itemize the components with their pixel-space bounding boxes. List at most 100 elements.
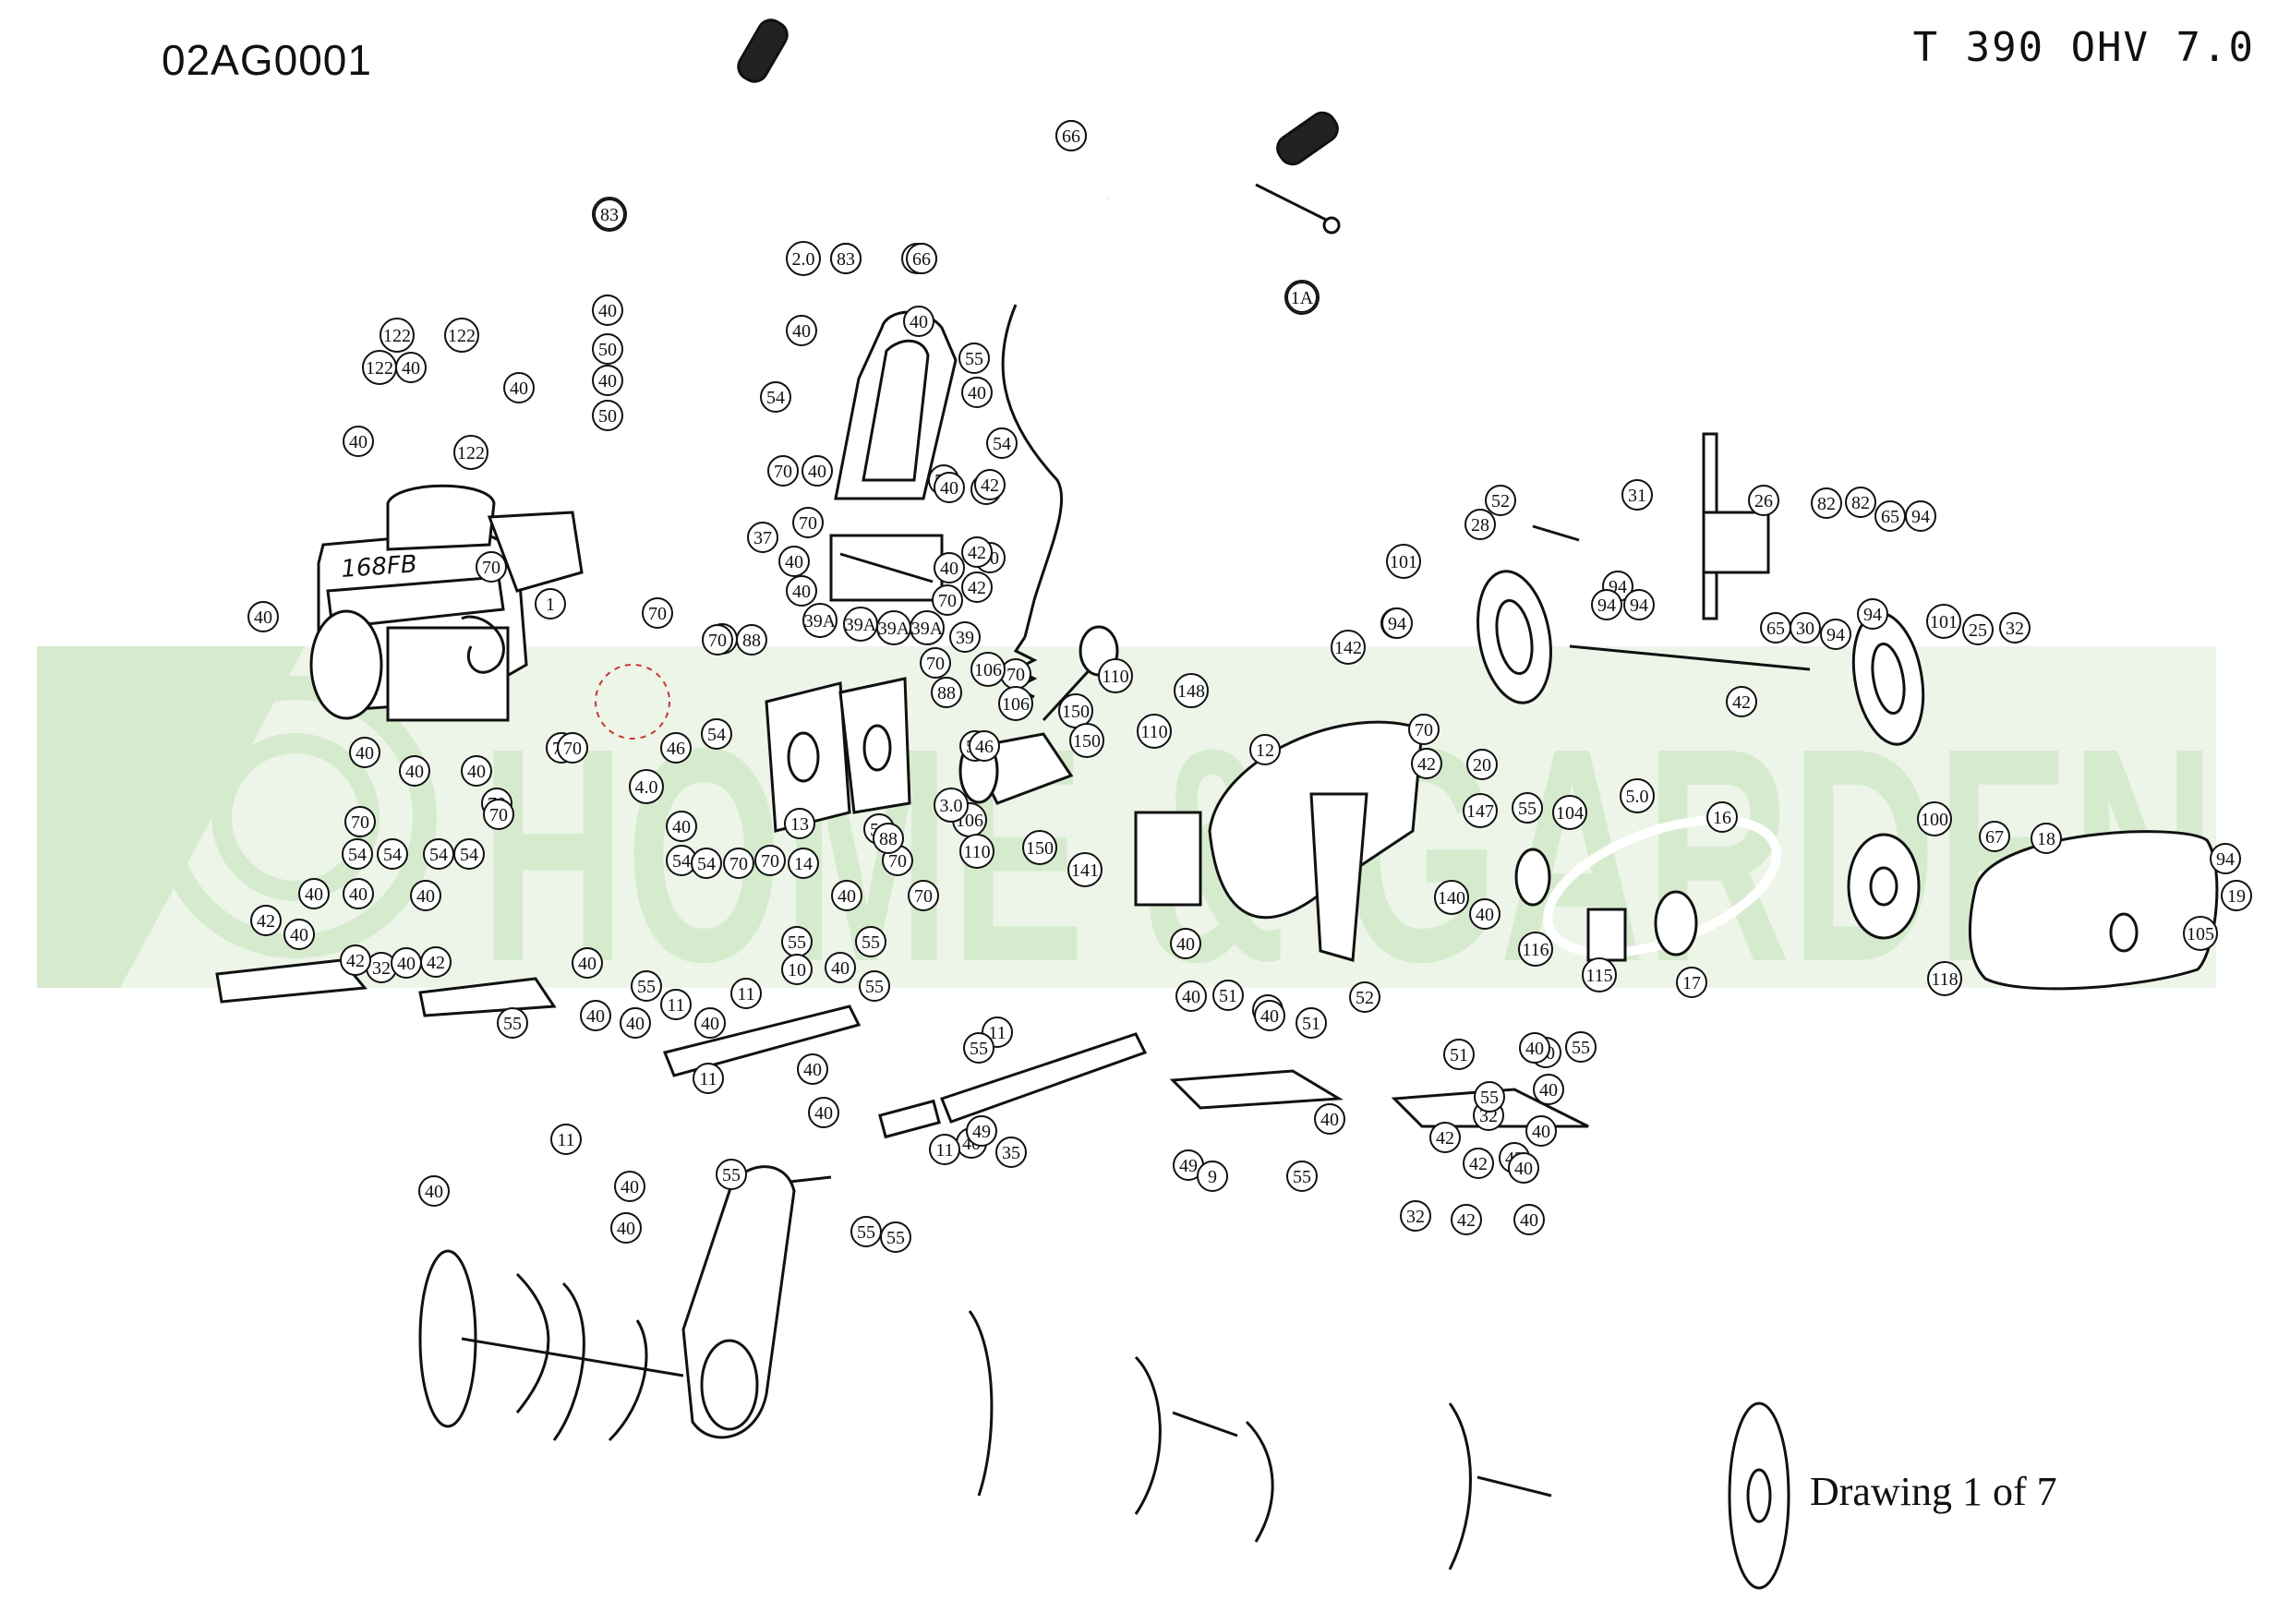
- callout-label: 55: [857, 1222, 875, 1243]
- part-callout: 105: [2183, 916, 2218, 951]
- callout-label: 17: [1682, 973, 1701, 993]
- part-callout: 88: [736, 624, 767, 656]
- part-callout: 40: [934, 472, 965, 503]
- callout-circle: [1170, 928, 1201, 959]
- part-callout: 55: [781, 926, 813, 957]
- callout-circle: [855, 926, 886, 957]
- callout-label: 88: [879, 829, 898, 849]
- callout-circle: [949, 621, 981, 653]
- part-callout: 11: [730, 978, 762, 1009]
- callout-circle: [1314, 1103, 1345, 1135]
- part-callout: 40: [1469, 898, 1501, 930]
- part-callout: 104: [1552, 795, 1587, 830]
- callout-label: 50: [598, 406, 617, 427]
- callout-label: 51: [1450, 1045, 1468, 1065]
- callout-label: 14: [794, 854, 813, 874]
- callout-circle: [444, 318, 479, 353]
- part-callout: 20: [1466, 749, 1498, 780]
- callout-circle: [825, 952, 856, 983]
- callout-circle: [343, 426, 374, 457]
- part-callout: 40: [778, 546, 810, 577]
- document-code: 02AG0001: [162, 36, 372, 84]
- part-callout: 40: [614, 1171, 645, 1202]
- part-callout: 55: [716, 1159, 747, 1190]
- callout-circle: [903, 306, 934, 337]
- callout-circle: [701, 718, 732, 750]
- part-callout: 40: [343, 878, 374, 909]
- callout-label: 11: [737, 984, 754, 1004]
- callout-label: 55: [862, 932, 880, 953]
- part-callout: 55: [855, 926, 886, 957]
- callout-circle: [344, 806, 376, 837]
- callout-label: 40: [626, 1014, 645, 1034]
- part-callout: 40: [1170, 928, 1201, 959]
- callout-label: 20: [1473, 755, 1491, 776]
- callout-circle: [1469, 898, 1501, 930]
- callout-label: 88: [937, 683, 956, 704]
- callout-label: 32: [2006, 619, 2024, 639]
- callout-circle: [781, 954, 813, 985]
- part-callout: 37: [747, 522, 778, 553]
- callout-label: 83: [837, 249, 855, 270]
- callout-label: 150: [1026, 838, 1054, 859]
- part-callout: 147: [1463, 793, 1498, 828]
- callout-circle: [453, 435, 488, 470]
- callout-circle: [1400, 1200, 1431, 1232]
- part-callout: 40: [1508, 1152, 1539, 1184]
- callout-circle: [1474, 1081, 1505, 1113]
- callout-label: 1A: [1291, 288, 1314, 308]
- part-callout: 70: [932, 584, 963, 616]
- part-callout: 40: [808, 1097, 839, 1128]
- callout-circle: [1381, 607, 1413, 639]
- callout-circle: [340, 944, 371, 976]
- callout-label: 40: [349, 432, 368, 452]
- mount-plates: [765, 677, 911, 833]
- part-callout: 51: [1443, 1039, 1475, 1070]
- callout-circle: [908, 880, 939, 911]
- callout-circle: [535, 588, 566, 620]
- callout-circle: [961, 377, 993, 408]
- callout-circle: [691, 848, 722, 879]
- callout-circle: [1979, 821, 2010, 852]
- callout-label: 70: [482, 558, 500, 578]
- callout-label: 40: [356, 743, 374, 764]
- part-callout: 148: [1174, 673, 1209, 708]
- callout-circle: [592, 333, 623, 365]
- callout-circle: [1349, 981, 1380, 1013]
- callout-circle: [1512, 792, 1543, 824]
- callout-label: 70: [914, 886, 933, 907]
- part-callout: 118: [1927, 961, 1962, 996]
- part-callout: 5.0: [1620, 778, 1655, 813]
- callout-circle: [963, 1032, 994, 1064]
- part-callout: 50: [592, 400, 623, 431]
- callout-label: 70: [351, 812, 369, 833]
- tines-left: [418, 1249, 684, 1442]
- part-callout: 9: [1197, 1161, 1228, 1192]
- part-callout: 39A: [876, 610, 911, 645]
- callout-label: 49: [972, 1122, 991, 1142]
- part-callout: 40: [934, 552, 965, 583]
- part-callout: 42: [1451, 1204, 1482, 1235]
- callout-circle: [1443, 1039, 1475, 1070]
- callout-label: 70: [708, 631, 727, 651]
- part-callout: 55: [1565, 1031, 1597, 1063]
- part-callout: 70: [557, 732, 588, 764]
- callout-circle: [850, 1216, 882, 1247]
- callout-circle: [934, 552, 965, 583]
- callout-circle: [399, 755, 430, 787]
- callout-label: 40: [598, 301, 617, 321]
- callout-circle: [1464, 509, 1496, 540]
- part-callout: 32: [1999, 612, 2031, 644]
- part-callout: 39: [949, 621, 981, 653]
- part-callout: 39A: [802, 603, 838, 638]
- part-callout: 54: [986, 427, 1018, 459]
- part-callout: 42: [961, 536, 993, 568]
- callout-label: 142: [1334, 638, 1362, 658]
- callout-label: 40: [803, 1060, 822, 1080]
- part-callout: 122: [380, 318, 415, 353]
- part-callout: 88: [931, 677, 962, 708]
- callout-circle: [1811, 487, 1842, 519]
- callout-circle: [797, 1053, 828, 1085]
- callout-label: 42: [981, 475, 999, 496]
